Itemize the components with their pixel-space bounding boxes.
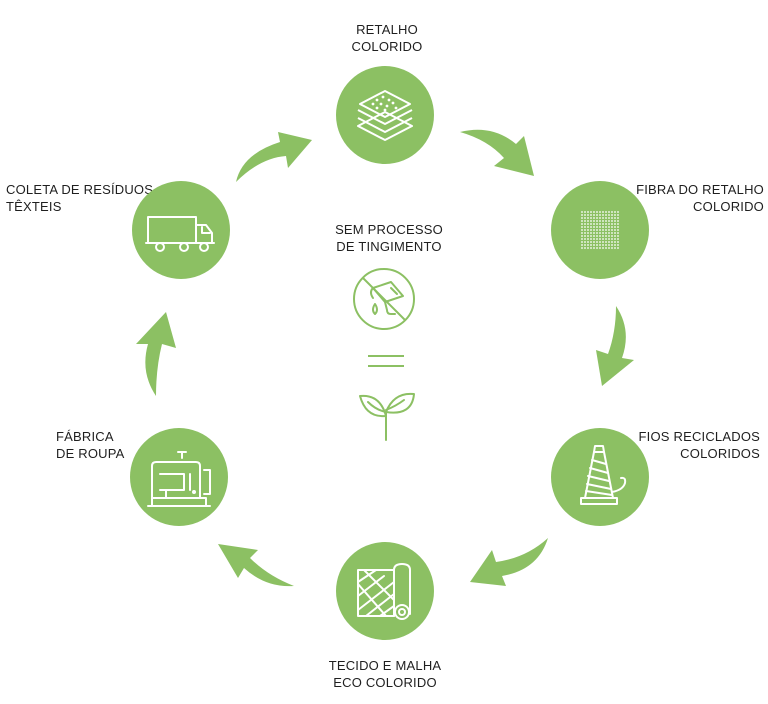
arrow-retalho-to-fibra (460, 129, 534, 176)
label-coleta: COLETA DE RESÍDUOS TÊXTEIS (6, 181, 166, 215)
label-tecido: TECIDO E MALHA ECO COLORIDO (320, 657, 450, 691)
no-dye-icon (353, 268, 415, 330)
fabric-roll-icon (357, 563, 411, 620)
arrow-tecido-to-fabrica (218, 544, 294, 587)
equals-icon (368, 355, 404, 367)
arrow-fios-to-tecido (470, 538, 548, 586)
label-fabrica-line1: FÁBRICA (56, 429, 114, 444)
node-retalho (336, 66, 434, 164)
stacked-fabric-icon (357, 90, 413, 141)
sprout-icon (359, 392, 415, 441)
node-fios (551, 428, 649, 526)
label-tecido-line2: ECO COLORIDO (333, 675, 437, 690)
label-retalho-line2: COLORIDO (351, 39, 423, 54)
node-fibra (551, 181, 649, 279)
label-fios: FIOS RECICLADOS COLORIDOS (620, 428, 760, 462)
label-tecido-line1: TECIDO E MALHA (328, 658, 442, 673)
label-coleta-line1: COLETA DE RESÍDUOS (6, 182, 154, 197)
label-fibra-line2: COLORIDO (693, 199, 764, 214)
label-center-line1: SEM PROCESSO (335, 222, 443, 237)
arrow-fabrica-to-coleta (136, 312, 176, 396)
label-fabrica-line2: DE ROUPA (56, 446, 125, 461)
yarn-cone-icon (580, 445, 627, 505)
label-fios-line1: FIOS RECICLADOS (638, 429, 760, 444)
fiber-dots-icon (581, 211, 619, 249)
node-coleta (132, 181, 230, 279)
label-retalho: RETALHO COLORIDO (332, 21, 442, 55)
label-fibra-line1: FIBRA DO RETALHO (636, 182, 764, 197)
label-retalho-line1: RETALHO (356, 22, 418, 37)
node-tecido (336, 542, 434, 640)
truck-icon (145, 216, 215, 252)
node-fabrica (130, 428, 228, 526)
arrow-coleta-to-retalho (236, 132, 312, 182)
label-center-line2: DE TINGIMENTO (336, 239, 442, 254)
label-fibra: FIBRA DO RETALHO COLORIDO (620, 181, 764, 215)
sewing-machine-icon (147, 451, 211, 507)
arrow-fibra-to-fios (596, 306, 634, 386)
label-fios-line2: COLORIDOS (680, 446, 760, 461)
label-coleta-line2: TÊXTEIS (6, 199, 62, 214)
label-fabrica: FÁBRICA DE ROUPA (56, 428, 156, 462)
label-center: SEM PROCESSO DE TINGIMENTO (322, 221, 456, 255)
